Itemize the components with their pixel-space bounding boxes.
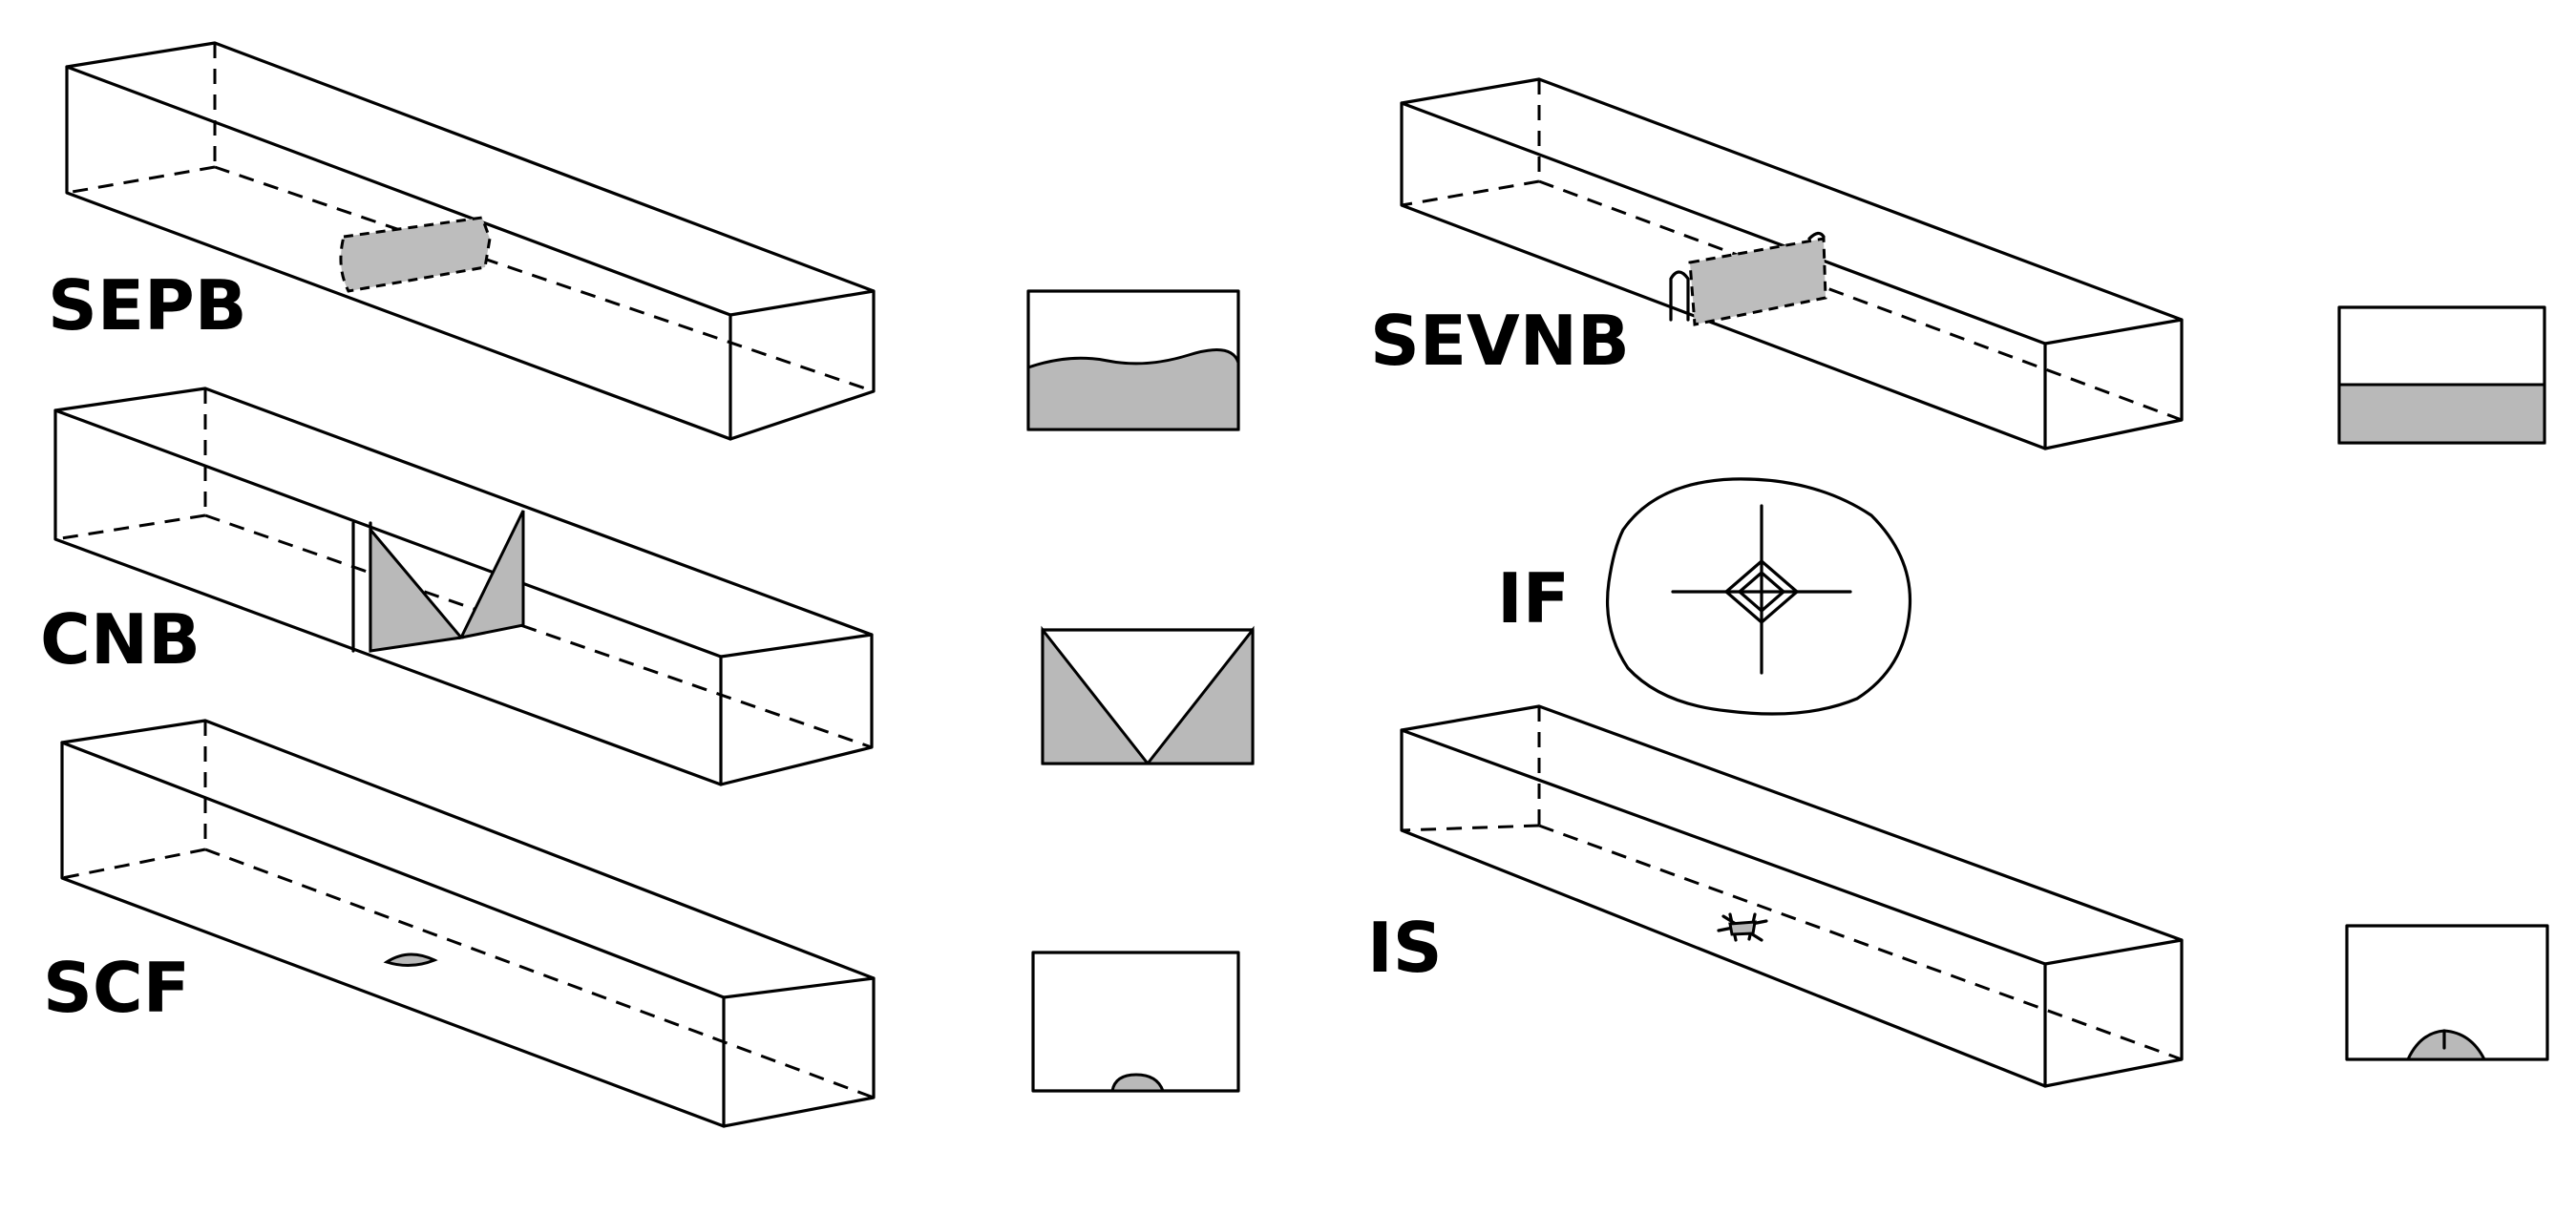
cnb-cross-section [1041,625,1255,765]
if-specimen: IF [1497,477,1912,716]
cnb-label: CNB [40,599,201,680]
cnb-specimen: CNB [40,387,1255,786]
sepb-cross-section [1026,289,1240,431]
scf-bar [60,719,876,1128]
is-bar [1400,704,2184,1088]
if-label: IF [1497,558,1570,638]
sepb-bar [65,41,876,441]
is-cross-section [2345,924,2549,1061]
scf-specimen: SCF [43,719,1240,1128]
is-label: IS [1367,908,1443,988]
sevnb-bar [1400,77,2184,450]
sevnb-label: SEVNB [1370,301,1630,381]
scf-surface-flaw [383,952,438,967]
sevnb-cross-section [2337,305,2546,445]
sevnb-notch [1669,231,1827,326]
sepb-specimen: SEPB [48,41,1240,441]
if-indent-and-cracks [1671,504,1852,675]
cnb-bar [53,387,874,786]
sepb-label: SEPB [48,265,247,345]
sepb-precrack [339,216,492,293]
scf-cross-section [1031,951,1240,1093]
sevnb-specimen: SEVNB [1370,77,2546,450]
is-specimen: IS [1367,704,2549,1088]
scf-label: SCF [43,948,190,1028]
if-specimen-outline [1605,477,1912,716]
cnb-chevron-notch [351,510,525,653]
is-indentation-flaw [1717,912,1768,942]
